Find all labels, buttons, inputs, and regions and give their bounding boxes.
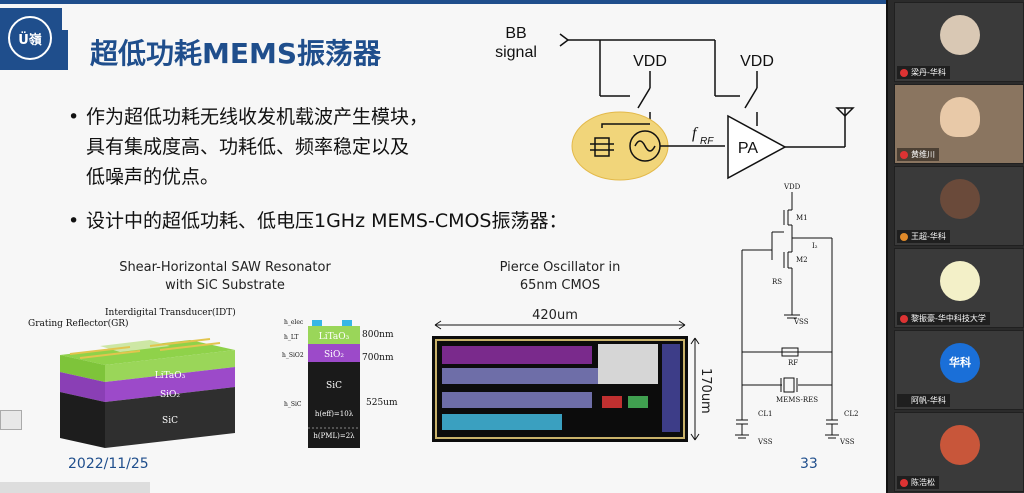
- dim-sic: 525um: [366, 398, 398, 408]
- antenna-icon: [835, 107, 855, 118]
- bullet-dot: •: [68, 210, 80, 232]
- slide-page-number: 33: [800, 456, 818, 472]
- vdd-right-label: VDD: [740, 53, 774, 70]
- participant-gallery: 梁丹-华科 黄维川 王超-华科 黎振豪-华中科技大学 华科 阿帆-华科 陈浩松: [886, 0, 1024, 493]
- cs-sic-label: SiC: [326, 381, 342, 391]
- transmitter-block-diagram: BB signal VDD VDD f RF PA: [495, 25, 855, 181]
- cs-h-elec-label: h_elec: [284, 319, 304, 326]
- participant-tile-1[interactable]: 梁丹-华科: [894, 2, 1024, 82]
- bb-signal-label: BB: [505, 25, 526, 42]
- sch-m1-label: M1: [796, 214, 808, 222]
- profile-icon: [900, 233, 908, 241]
- participant-name: 黎振豪-华中科技大学: [897, 312, 990, 325]
- slide-side-tab-button[interactable]: [0, 410, 22, 430]
- sch-m2-label: M2: [796, 256, 808, 264]
- frf-label: f: [692, 125, 699, 142]
- saw-caption-line-1: Shear-Horizontal SAW Resonator: [119, 260, 331, 275]
- slide-title: 超低功耗MEMS振荡器: [90, 37, 382, 70]
- cs-sio2-label: SiO₂: [324, 350, 344, 360]
- dim-sio2: 700nm: [362, 353, 394, 363]
- bb-signal-label-2: signal: [495, 44, 537, 61]
- pierce-caption-line-1: Pierce Oscillator in: [499, 260, 621, 275]
- person-avatar-icon: [940, 179, 980, 219]
- participant-name: 王超-华科: [897, 230, 950, 243]
- sunset-avatar-icon: [940, 425, 980, 465]
- sch-cl1-label: CL1: [758, 410, 772, 418]
- title-accent-bar: [62, 30, 68, 70]
- slide-top-bar: [0, 0, 886, 4]
- pierce-height-arrow-icon: [690, 337, 700, 441]
- sch-vss-l-label: VSS: [757, 438, 773, 446]
- participant-tile-2[interactable]: 黄维川: [894, 84, 1024, 164]
- bullet-2-text: 设计中的超低功耗、低电压1GHz MEMS-CMOS振荡器：: [86, 210, 568, 232]
- pierce-schematic: VDD M1 M2 I₂ RS VSS RF MEMS-RES CL1 CL2 …: [735, 183, 858, 446]
- cs-h-eff-label: h(eff)=10λ: [315, 410, 354, 418]
- grating-reflector-label: Grating Reflector(GR): [28, 319, 129, 329]
- dim-litao3: 800nm: [362, 330, 394, 340]
- saw-3d-litao3-label: LiTaO₃: [155, 371, 186, 381]
- idt-label: Interdigital Transducer(IDT): [105, 308, 236, 318]
- cs-h-pml-label: h(PML)=2λ: [313, 432, 355, 440]
- participant-tile-6[interactable]: 陈浩松: [894, 412, 1024, 492]
- resonator-icon: [594, 137, 610, 157]
- saw-caption: Shear-Horizontal SAW Resonator with SiC …: [100, 259, 350, 295]
- muted-mic-icon: [900, 151, 908, 159]
- saw-3d-sio2-label: SiO₂: [160, 390, 180, 400]
- saw-resonator-3d-figure: LiTaO₃ SiO₂ SiC: [60, 338, 235, 448]
- participant-tile-4[interactable]: 黎振豪-华中科技大学: [894, 248, 1024, 328]
- cartoon-avatar-icon: [940, 261, 980, 301]
- sch-vss-top-label: VSS: [793, 318, 809, 326]
- frf-sub-label: RF: [700, 136, 714, 147]
- sch-ib-label: I₂: [812, 242, 818, 250]
- pierce-caption-line-2: 65nm CMOS: [519, 278, 601, 293]
- sch-vdd-label: VDD: [783, 183, 801, 191]
- muted-mic-icon: [900, 479, 908, 487]
- vdd-left-label: VDD: [633, 53, 667, 70]
- bullet-1-line-3: 低噪声的优点。: [86, 166, 220, 188]
- logo-text: Ü嶺: [18, 33, 42, 48]
- saw-cross-section-figure: LiTaO₃ SiO₂ SiC h(eff)=10λ h(PML)=2λ h_e…: [282, 319, 360, 448]
- presentation-slide: Ü嶺 超低功耗MEMS振荡器 • 作为超低功耗无线收发机载波产生模块， 具有集成…: [0, 0, 886, 493]
- text-avatar-icon: 华科: [940, 343, 980, 383]
- muted-mic-icon: [900, 315, 908, 323]
- pierce-caption: Pierce Oscillator in 65nm CMOS: [470, 259, 650, 295]
- cs-litao3-label: LiTaO₃: [319, 332, 350, 342]
- participant-tile-3[interactable]: 王超-华科: [894, 166, 1024, 246]
- sch-vss-r-label: VSS: [839, 438, 855, 446]
- muted-mic-icon: [900, 69, 908, 77]
- person-avatar-icon: [940, 97, 980, 137]
- cs-h-sic-label: h_SiC: [284, 401, 302, 408]
- logo-emblem-icon: Ü嶺: [8, 16, 52, 60]
- university-logo: Ü嶺: [0, 8, 62, 70]
- pierce-width-arrow-icon: [434, 320, 686, 330]
- sch-rs-label: RS: [772, 278, 782, 286]
- cs-h-sio2-label: h_SiO2: [282, 352, 304, 359]
- participant-name: 阿帆-华科: [897, 394, 950, 407]
- participant-name: 梁丹-华科: [897, 66, 950, 79]
- presentation-toolbar[interactable]: [0, 482, 150, 493]
- participant-name: 黄维川: [897, 148, 939, 161]
- sch-res-label: MEMS-RES: [776, 396, 818, 404]
- participant-tile-5[interactable]: 华科 阿帆-华科: [894, 330, 1024, 410]
- slide-date: 2022/11/25: [68, 456, 149, 472]
- bullet-1-line-2: 具有集成度高、功耗低、频率稳定以及: [86, 136, 410, 158]
- sch-rf-label: RF: [788, 359, 798, 367]
- saw-caption-line-2: with SiC Substrate: [165, 278, 285, 293]
- cat-avatar-icon: [940, 15, 980, 55]
- cs-h-lt-label: h_LT: [284, 334, 298, 341]
- pierce-width-label: 420um: [532, 308, 578, 323]
- saw-3d-sic-label: SiC: [162, 416, 178, 426]
- oscillator-highlight: [571, 111, 669, 181]
- bullet-dot: •: [68, 106, 80, 128]
- pierce-layout-image: [432, 336, 688, 442]
- sch-cl2-label: CL2: [844, 410, 858, 418]
- bullet-1-line-1: 作为超低功耗无线收发机载波产生模块，: [86, 106, 429, 128]
- pa-label: PA: [738, 140, 758, 157]
- bb-signal-arrow-icon: [559, 33, 570, 47]
- participant-name: 陈浩松: [897, 476, 939, 489]
- pa-amplifier-icon: [727, 114, 787, 180]
